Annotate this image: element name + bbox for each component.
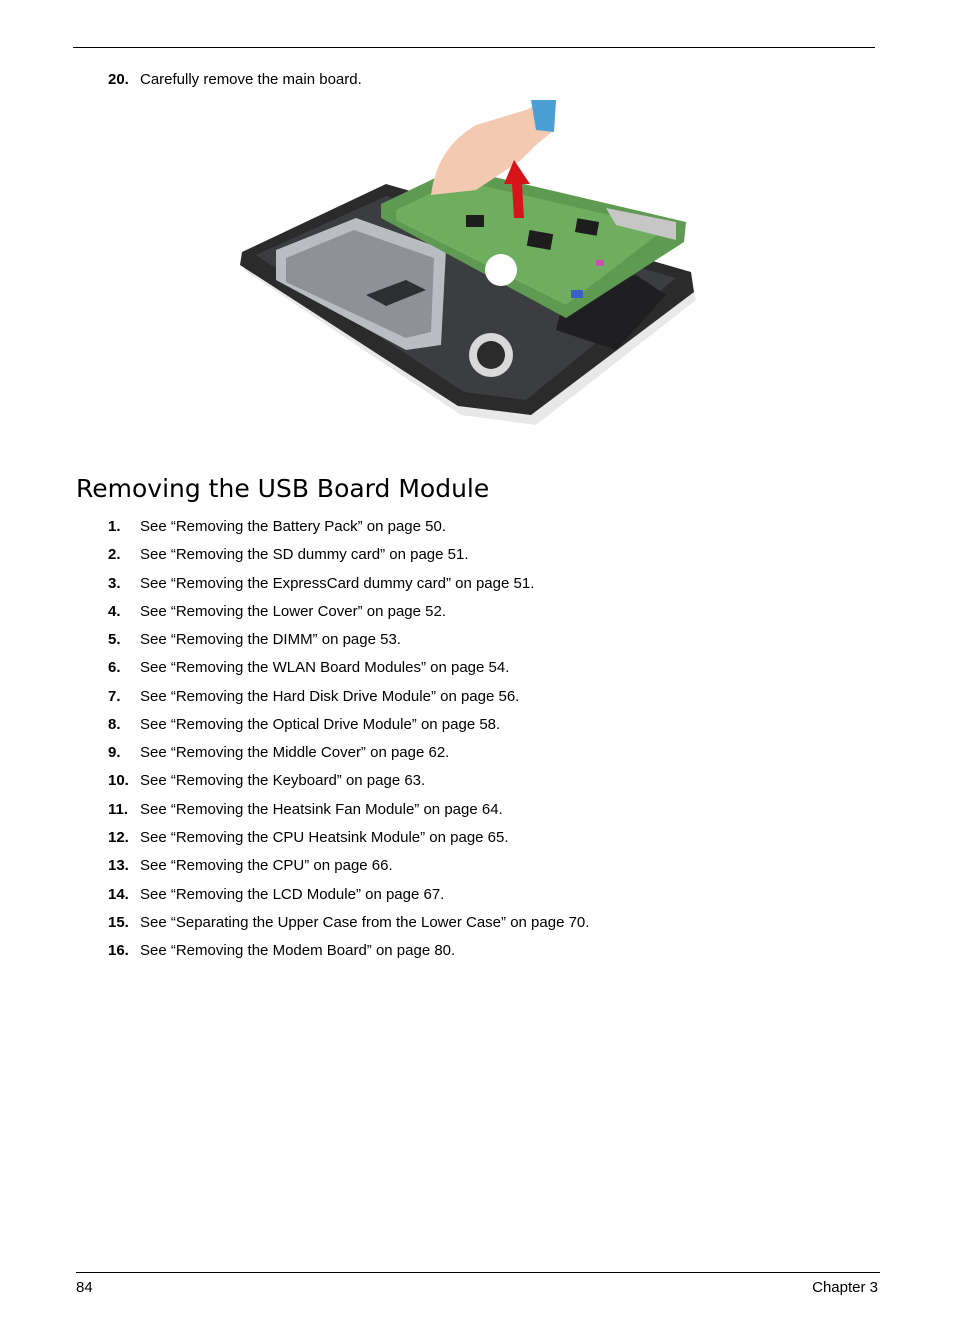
step-text: See “Removing the CPU Heatsink Module” o… xyxy=(140,829,509,846)
step-number: 16. xyxy=(108,942,129,959)
step-20: 20. Carefully remove the main board. xyxy=(108,71,362,89)
step-number: 20. xyxy=(108,71,129,88)
step-item: 14. See “Removing the LCD Module” on page… xyxy=(108,886,444,904)
step-number: 3. xyxy=(108,575,121,592)
step-item: 16. See “Removing the Modem Board” on pag… xyxy=(108,942,455,960)
step-text: See “Removing the LCD Module” on page 67… xyxy=(140,886,445,903)
bottom-rule xyxy=(76,1272,880,1273)
step-text: See “Removing the Middle Cover” on page … xyxy=(140,744,450,761)
step-number: 13. xyxy=(108,857,129,874)
step-item: 1. See “Removing the Battery Pack” on pag… xyxy=(108,518,446,536)
step-item: 9. See “Removing the Middle Cover” on pag… xyxy=(108,744,449,762)
step-text: See “Removing the Lower Cover” on page 5… xyxy=(140,603,447,620)
step-text: Carefully remove the main board. xyxy=(140,71,362,88)
step-item: 10. See “Removing the Keyboard” on page 6… xyxy=(108,772,425,790)
step-item: 11. See “Removing the Heatsink Fan Module… xyxy=(108,801,503,819)
step-text: See “Removing the ExpressCard dummy card… xyxy=(140,575,535,592)
top-rule xyxy=(73,47,875,48)
step-number: 12. xyxy=(108,829,129,846)
step-number: 8. xyxy=(108,716,121,733)
step-number: 15. xyxy=(108,914,129,931)
step-number: 9. xyxy=(108,744,121,761)
step-number: 7. xyxy=(108,688,121,705)
step-item: 2. See “Removing the SD dummy card” on pa… xyxy=(108,546,469,564)
step-item: 15. See “Separating the Upper Case from t… xyxy=(108,914,589,932)
chapter-label: Chapter 3 xyxy=(812,1279,878,1296)
step-item: 3. See “Removing the ExpressCard dummy ca… xyxy=(108,575,534,593)
step-text: See “Removing the CPU” on page 66. xyxy=(140,857,393,874)
step-number: 6. xyxy=(108,659,121,676)
step-number: 10. xyxy=(108,772,129,789)
step-number: 4. xyxy=(108,603,121,620)
step-text: See “Removing the SD dummy card” on page… xyxy=(140,546,469,563)
step-text: See “Removing the Optical Drive Module” … xyxy=(140,716,501,733)
step-text: See “Removing the Heatsink Fan Module” o… xyxy=(140,801,503,818)
step-text: See “Removing the DIMM” on page 53. xyxy=(140,631,401,648)
step-number: 11. xyxy=(108,801,129,818)
step-item: 6. See “Removing the WLAN Board Modules” … xyxy=(108,659,509,677)
step-item: 4. See “Removing the Lower Cover” on page… xyxy=(108,603,446,621)
step-text: See “Removing the Hard Disk Drive Module… xyxy=(140,688,520,705)
step-item: 13. See “Removing the CPU” on page 66. xyxy=(108,857,393,875)
step-text: See “Removing the WLAN Board Modules” on… xyxy=(140,659,510,676)
step-item: 12. See “Removing the CPU Heatsink Module… xyxy=(108,829,509,847)
hand xyxy=(431,100,556,195)
step-number: 1. xyxy=(108,518,121,535)
section-title: Removing the USB Board Module xyxy=(76,474,490,503)
main-board-removal-photo xyxy=(240,100,696,425)
lift-arrow-icon xyxy=(504,160,530,218)
step-text: See “Removing the Battery Pack” on page … xyxy=(140,518,447,535)
step-text: See “Removing the Modem Board” on page 8… xyxy=(140,942,456,959)
step-item: 5. See “Removing the DIMM” on page 53. xyxy=(108,631,401,649)
step-item: 8. See “Removing the Optical Drive Module… xyxy=(108,716,500,734)
step-text: See “Separating the Upper Case from the … xyxy=(140,914,590,931)
step-text: See “Removing the Keyboard” on page 63. xyxy=(140,772,426,789)
step-number: 2. xyxy=(108,546,121,563)
page-number: 84 xyxy=(76,1279,93,1296)
step-item: 7. See “Removing the Hard Disk Drive Modu… xyxy=(108,688,519,706)
step-number: 14. xyxy=(108,886,129,903)
step-number: 5. xyxy=(108,631,121,648)
